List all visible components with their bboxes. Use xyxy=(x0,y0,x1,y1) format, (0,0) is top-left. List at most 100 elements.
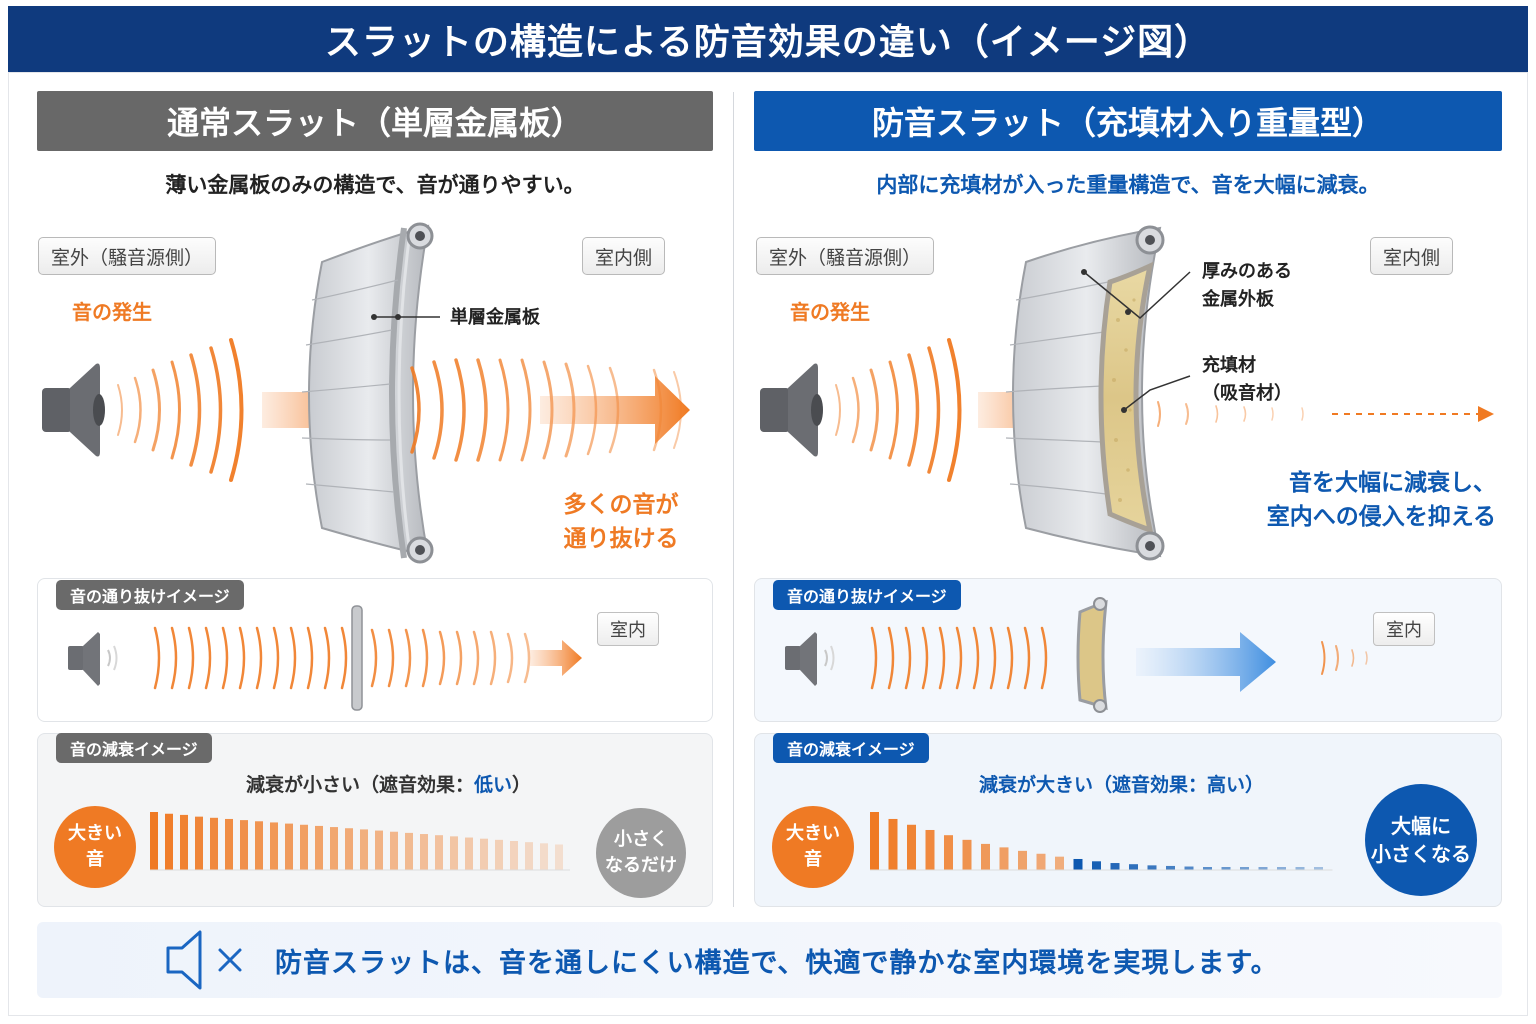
attenuation-bar xyxy=(465,837,473,870)
attenuation-bar xyxy=(1166,865,1175,870)
right-result-line2: 室内への侵入を抑える xyxy=(1266,504,1496,530)
right-attenuation-text: 減衰が大きい（遮音効果：高い） xyxy=(979,774,1265,796)
right-incoming-sound-waves xyxy=(835,338,962,482)
left-result-text: 多くの音が 通り抜ける xyxy=(561,488,681,556)
left-single-layer-slat xyxy=(301,222,434,564)
left-pass-through-label: 音の通り抜けイメージ xyxy=(56,580,244,610)
attenuation-bar xyxy=(150,812,158,870)
attenuation-bar xyxy=(525,842,533,870)
right-result-text: 音を大幅に減衰し、 室内への侵入を抑える xyxy=(1232,466,1496,534)
attenuation-bar xyxy=(240,820,248,870)
left-atten-prefix: 減衰が小さい（遮音効果： xyxy=(246,774,475,796)
attenuation-bar xyxy=(1221,867,1231,870)
left-attenuation-bars xyxy=(150,812,570,871)
attenuation-bar xyxy=(1240,867,1249,870)
attenuation-bar xyxy=(1277,867,1286,870)
right-speaker-icon xyxy=(760,363,823,457)
panel-divider xyxy=(733,92,734,907)
left-result-line1: 多くの音が xyxy=(563,492,679,518)
left-plate-label: 単層金属板 xyxy=(450,307,540,328)
attenuation-bar xyxy=(1073,858,1083,870)
left-panel-subtitle: 薄い金属板のみの構造で、音が通りやすい。 xyxy=(165,173,585,197)
attenuation-bar xyxy=(195,816,203,870)
right-attenuation-bars xyxy=(870,812,1333,871)
right-filled-slat xyxy=(1005,225,1165,561)
attenuation-bar xyxy=(1129,864,1138,870)
right-dashed-arrowhead xyxy=(1478,406,1494,422)
left-mini-arrow xyxy=(530,640,582,676)
right-pass-through-label: 音の通り抜けイメージ xyxy=(773,580,961,610)
attenuation-bar xyxy=(944,835,953,870)
left-outdoor-tag: 室外（騒音源側） xyxy=(38,237,217,275)
left-attenuation-label: 音の減衰イメージ xyxy=(56,733,212,763)
right-small-sound-line2: 小さくなる xyxy=(1371,842,1471,866)
left-small-sound-line1: 小さく xyxy=(614,829,668,850)
attenuation-bar xyxy=(405,832,413,870)
right-result-line1: 音を大幅に減衰し、 xyxy=(1289,470,1496,496)
attenuation-bar xyxy=(1036,853,1046,870)
right-filler-label-line2: （吸音材） xyxy=(1202,383,1292,404)
right-mini-waves xyxy=(870,626,1368,690)
content-frame xyxy=(8,72,1528,1016)
right-indoor-tag: 室内側 xyxy=(1370,237,1454,275)
right-small-sound-line1: 大幅に xyxy=(1391,814,1451,838)
attenuation-bar xyxy=(360,829,368,870)
left-sound-source-label: 音の発生 xyxy=(72,300,152,324)
attenuation-bar xyxy=(225,818,233,870)
attenuation-bar xyxy=(1258,867,1268,870)
left-result-line2: 通り抜ける xyxy=(563,526,679,552)
left-panel-header: 通常スラット（単層金属板） xyxy=(37,91,713,151)
right-sound-source-label: 音の発生 xyxy=(790,300,870,324)
attenuation-bar xyxy=(1314,867,1323,870)
right-filler-leader-line xyxy=(1123,375,1191,411)
attenuation-bar xyxy=(330,827,338,870)
attenuation-bar xyxy=(1055,856,1064,870)
left-mini-indoor-tag: 室内 xyxy=(597,612,659,646)
attenuation-bar xyxy=(1147,865,1157,870)
right-outer-label: 厚みのある 金属外板 xyxy=(1202,258,1292,314)
right-transmitted-sound-waves xyxy=(1157,401,1304,427)
right-outdoor-tag: 室外（騒音源側） xyxy=(756,237,935,275)
left-small-sound-line2: なるだけ xyxy=(605,855,677,876)
right-mini-arrow xyxy=(1136,632,1276,692)
right-attenuation-label: 音の減衰イメージ xyxy=(773,733,929,763)
attenuation-bar xyxy=(870,812,879,870)
attenuation-bar xyxy=(1295,867,1305,870)
page-title: スラットの構造による防音効果の違い（イメージ図） xyxy=(8,6,1528,72)
attenuation-bar xyxy=(165,813,173,870)
right-mini-slat xyxy=(1076,597,1108,713)
attenuation-bar xyxy=(555,844,563,870)
right-small-sound-circle: 大幅に 小さくなる xyxy=(1365,784,1477,896)
right-outer-label-line2: 金属外板 xyxy=(1202,289,1274,310)
left-mini-waves xyxy=(153,626,531,690)
attenuation-bar xyxy=(390,831,398,870)
left-attenuation-text: 減衰が小さい（遮音効果：低い） xyxy=(246,770,531,797)
right-panel-subtitle: 内部に充填材が入った重量構造で、音を大幅に減衰。 xyxy=(876,173,1380,197)
attenuation-bar xyxy=(999,847,1009,870)
right-filler-label: 充填材 （吸音材） xyxy=(1202,352,1292,408)
attenuation-bar xyxy=(888,818,898,870)
attenuation-bar xyxy=(210,817,218,870)
right-panel-header: 防音スラット（充填材入り重量型） xyxy=(754,91,1502,151)
attenuation-bar xyxy=(450,836,458,870)
left-big-sound-circle: 大きい 音 xyxy=(54,806,136,888)
right-mini-indoor-tag: 室内 xyxy=(1373,612,1435,646)
bottom-banner xyxy=(37,922,1502,998)
attenuation-bar xyxy=(1184,866,1194,870)
attenuation-bar xyxy=(495,839,503,870)
left-big-sound-line2: 音 xyxy=(86,849,104,870)
attenuation-bar xyxy=(345,828,353,870)
right-big-sound-line1: 大きい xyxy=(786,823,840,844)
left-indoor-tag: 室内側 xyxy=(582,237,666,275)
attenuation-bar xyxy=(925,829,935,870)
right-outer-leader-line xyxy=(1083,271,1191,319)
attenuation-bar xyxy=(981,843,990,870)
attenuation-bar xyxy=(510,841,518,870)
attenuation-bar xyxy=(375,830,383,870)
left-outgoing-arrow xyxy=(540,376,690,444)
attenuation-bar xyxy=(480,838,488,870)
